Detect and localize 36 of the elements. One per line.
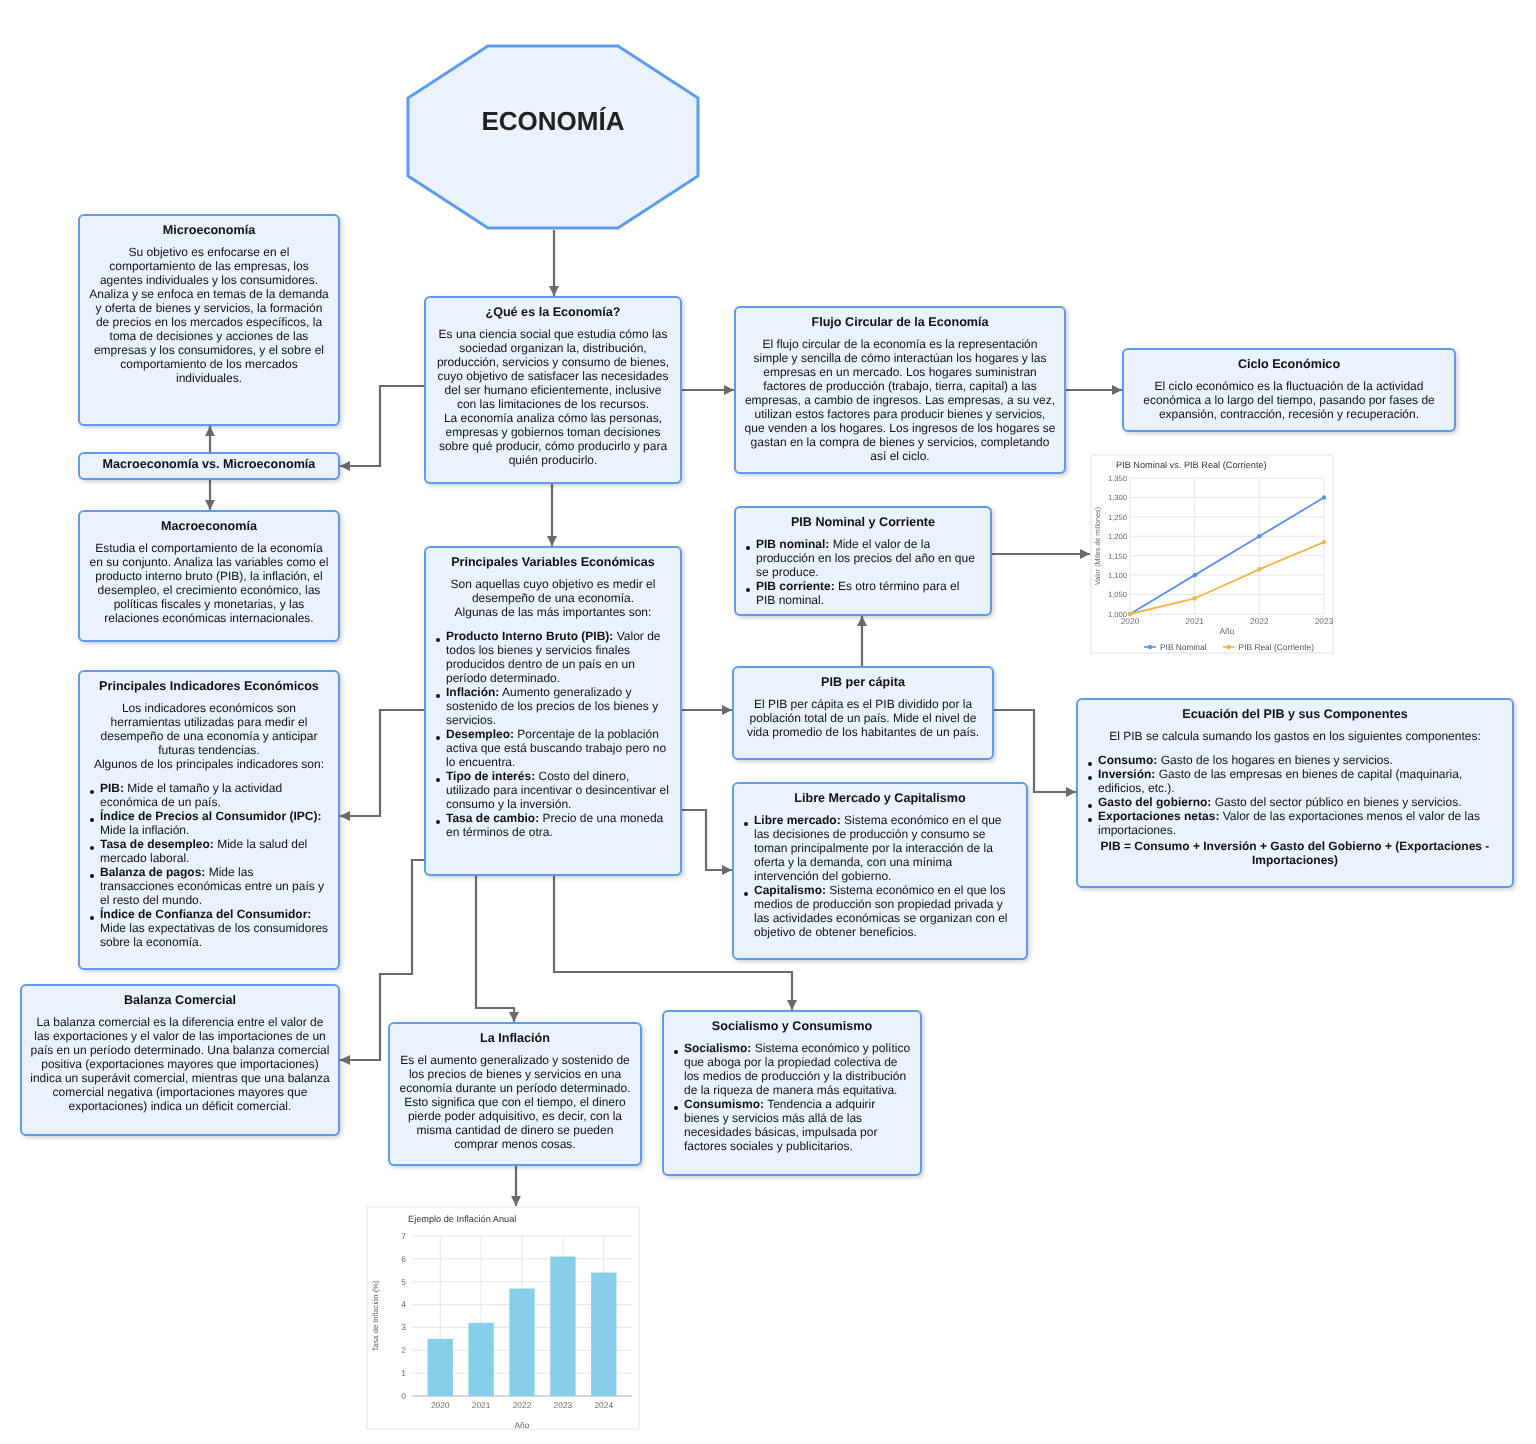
arrow [340,708,424,821]
arrow [552,876,797,1010]
topic-card [78,510,340,642]
arrow [474,876,519,1022]
arrow [682,385,734,395]
topic-card [388,1022,642,1166]
topic-card [734,306,1066,474]
topic-card [732,782,1028,960]
arrow [992,549,1090,559]
topic-card [662,1010,922,1176]
arrow [682,705,732,715]
arrow [682,808,732,875]
topic-card [732,666,994,760]
arrow [547,484,557,546]
topic-card [78,214,340,426]
title-text: ECONOMÍA [479,106,627,136]
arrow [1066,385,1122,395]
topic-card [424,296,682,484]
arrow [857,616,867,666]
topic-bar [78,452,340,480]
arrow [994,708,1076,797]
chart-panel [366,1206,640,1430]
topic-card [1076,698,1514,888]
arrow [205,480,215,510]
topic-card [734,506,992,616]
topic-card [20,984,340,1136]
topic-card [78,670,340,970]
chart-panel [1090,454,1334,654]
topic-card [1122,348,1456,432]
arrow [205,426,215,452]
arrow [511,1166,521,1206]
topic-card [424,546,682,876]
arrow [340,384,424,471]
title-octagon [406,44,700,230]
arrow [340,858,424,1065]
arrow [549,230,559,296]
